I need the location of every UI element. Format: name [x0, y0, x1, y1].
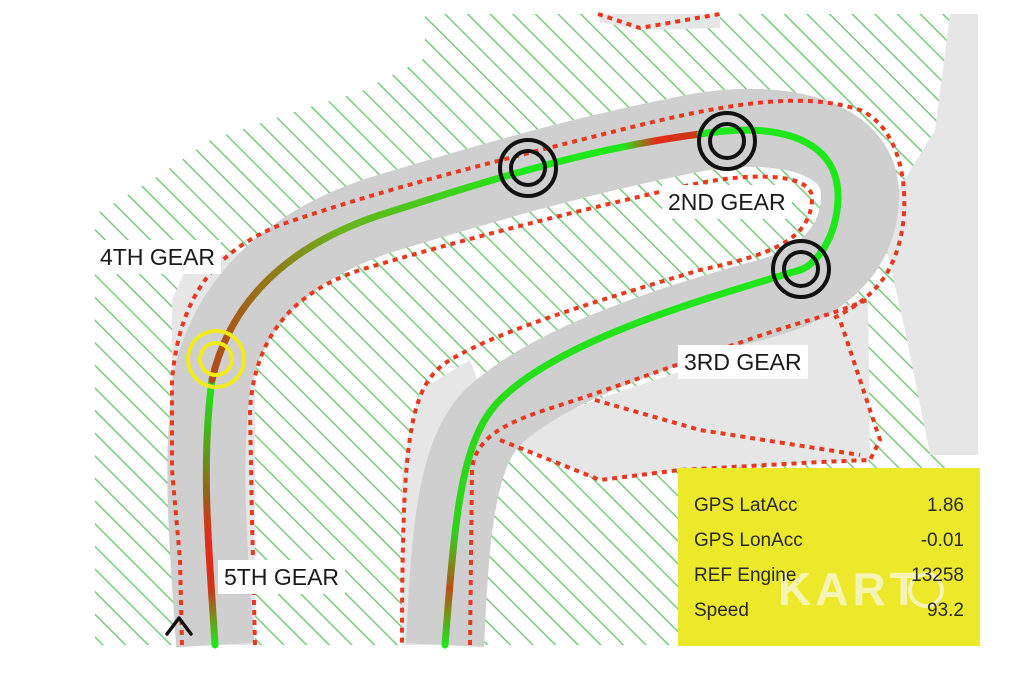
gear-label-5th: 5TH GEAR [218, 560, 346, 594]
telemetry-row-speed: Speed 93.2 [694, 600, 964, 628]
telemetry-label: GPS LonAcc [694, 530, 803, 551]
racing-line-segment-4th [208, 166, 532, 384]
runoff-area-right [880, 14, 978, 455]
telemetry-value: 1.86 [927, 495, 964, 516]
kerb-inner-line [247, 174, 815, 646]
telemetry-row-lonacc: GPS LonAcc -0.01 [694, 530, 964, 558]
racing-line-segment-2nd [696, 126, 842, 274]
marker-apex-1 [498, 138, 558, 198]
telemetry-label: REF Engine [694, 565, 797, 586]
gear-label-4th: 4TH GEAR [94, 240, 222, 274]
kerb-top-boundary [597, 12, 721, 31]
racing-line-segment-5th [202, 376, 219, 649]
racing-line-segment-3rd [441, 266, 804, 649]
gear-label-3rd: 3RD GEAR [678, 345, 808, 379]
telemetry-row-engine: REF Engine 13258 [694, 565, 964, 593]
telemetry-value: 13258 [911, 565, 964, 586]
telemetry-label: Speed [694, 600, 749, 621]
kerb-runoff-boundary [499, 319, 883, 483]
marker-apex-2 [697, 111, 757, 171]
racing-line-segment-straight [524, 130, 704, 174]
kerb-outer-line [170, 98, 907, 646]
marker-apex-3 [771, 239, 831, 299]
kerb-inner-loop [468, 298, 869, 646]
telemetry-panel: KART GPS LatAcc 1.86 GPS LonAcc -0.01 RE… [678, 468, 980, 646]
caret-up-icon [165, 616, 193, 636]
marker-current-position [186, 329, 246, 389]
telemetry-row-latacc: GPS LatAcc 1.86 [694, 495, 964, 523]
telemetry-value: 93.2 [927, 600, 964, 621]
telemetry-label: GPS LatAcc [694, 495, 798, 516]
watermark-circle-icon [908, 572, 944, 608]
gear-label-2nd: 2ND GEAR [662, 185, 792, 219]
watermark-logo: KART [778, 563, 922, 615]
telemetry-value: -0.01 [920, 530, 964, 551]
